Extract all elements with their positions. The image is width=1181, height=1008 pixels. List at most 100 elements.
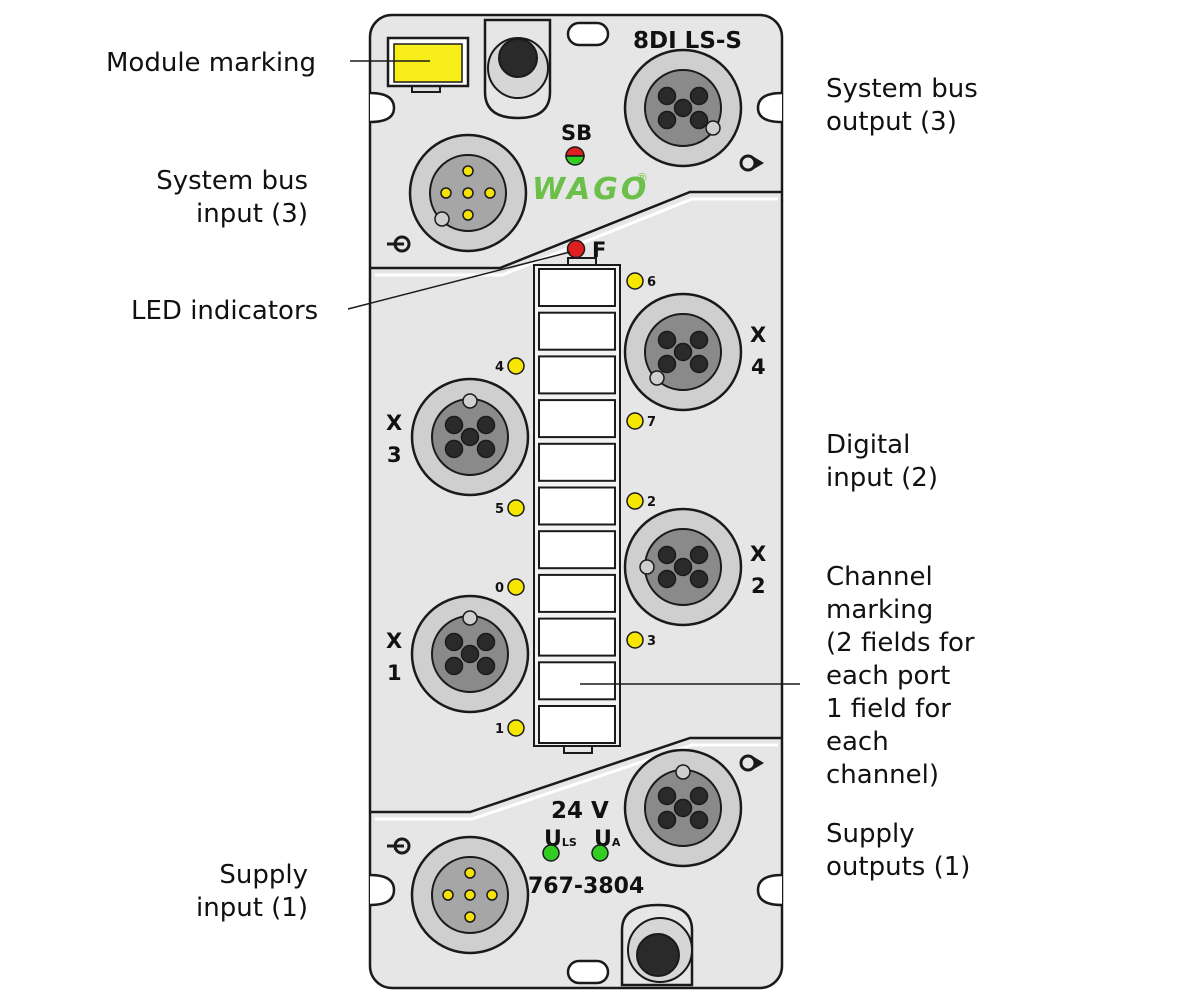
marking-field: [538, 268, 616, 307]
channel-led-3-label: 3: [647, 634, 656, 649]
callout-channel-marking-line-5: 1 field for: [826, 694, 951, 724]
supply-voltage: 24 V: [551, 798, 609, 824]
x4-connector: [623, 292, 743, 412]
supply-output-symbol-icon: [739, 754, 764, 772]
lower-separator-shadow: [375, 743, 778, 821]
callout-channel-marking-line-4: each port: [826, 661, 951, 691]
channel-led-0-label: 0: [495, 581, 504, 596]
callout-led-indicators: LED indicators: [131, 295, 318, 328]
callout-channel-marking-line-6: each: [826, 727, 889, 757]
f-led: [566, 239, 586, 259]
channel-led-5: [507, 499, 525, 517]
channel-led-5-label: 5: [495, 502, 504, 517]
supply-input-connector: [410, 835, 530, 955]
callout-system-bus-output-line-2: output (3): [826, 107, 957, 137]
callout-supply-input: Supply input (1): [150, 859, 308, 925]
callout-system-bus-input-line-2: input (3): [196, 199, 308, 229]
callout-digital-input-line-1: Digital: [826, 430, 911, 460]
brand-registered-mark: ®: [636, 171, 648, 185]
channel-led-2: [626, 492, 644, 510]
ua-led: [591, 844, 609, 862]
sb-led-label: SB: [561, 121, 592, 145]
channel-led-6-label: 6: [647, 275, 656, 290]
top-slot: [566, 21, 610, 47]
supply-input-symbol-icon: [387, 837, 411, 855]
callout-channel-marking: Channel marking (2 fields for each port …: [826, 561, 975, 792]
callout-digital-input: Digital input (2): [826, 429, 938, 495]
system-bus-output-connector: [623, 48, 743, 168]
x2-connector: [623, 507, 743, 627]
callout-supply-input-line-2: input (1): [196, 893, 308, 923]
brand-logo: WAGO: [532, 172, 649, 207]
callout-supply-input-line-1: Supply: [219, 860, 308, 890]
callout-led-indicators-line: LED indicators: [131, 296, 319, 326]
callout-supply-outputs-line-1: Supply: [826, 819, 915, 849]
ua-led-label-sub: A: [612, 836, 621, 849]
sb-led: [565, 146, 585, 166]
lower-separator: [370, 736, 782, 814]
port-x2-label-letter: X: [750, 542, 766, 566]
marking-field: [538, 530, 616, 570]
leader-led-indicators: [347, 251, 571, 310]
port-x1-label-letter: X: [386, 629, 402, 653]
marking-field: [538, 661, 616, 701]
marking-field: [538, 355, 616, 395]
callout-module-marking-line: Module marking: [106, 48, 317, 78]
marking-field: [538, 442, 616, 482]
system-bus-output-symbol-icon: [739, 154, 764, 172]
upper-separator: [370, 190, 782, 270]
bottom-slot: [566, 959, 610, 985]
marking-field: [538, 573, 616, 613]
channel-led-6: [626, 272, 644, 290]
module-marking-label: [386, 36, 470, 93]
channel-led-2-label: 2: [647, 495, 656, 510]
system-bus-input-connector: [408, 133, 528, 253]
channel-leds: 0 1 2 3 4 5 6 7: [495, 272, 656, 737]
callout-channel-marking-line-1: Channel: [826, 562, 933, 592]
channel-led-4: [507, 357, 525, 375]
direction-symbols: [387, 154, 764, 855]
uls-led: [542, 844, 560, 862]
channel-led-1: [507, 719, 525, 737]
leader-lines: [347, 60, 800, 685]
callout-system-bus-input: System bus input (3): [148, 165, 308, 231]
callout-system-bus-output-line-1: System bus: [826, 74, 978, 104]
callout-digital-input-line-2: input (2): [826, 463, 938, 493]
f-led-label: F: [592, 238, 606, 262]
channel-led-3: [626, 631, 644, 649]
channel-led-1-label: 1: [495, 722, 504, 737]
marking-fields: [538, 268, 616, 744]
part-number: 767-3804: [528, 874, 644, 899]
callout-system-bus-input-line-1: System bus: [156, 166, 308, 196]
x3-connector: [410, 377, 530, 497]
supply-output-connector: [623, 748, 743, 868]
top-mount-screw: [483, 18, 552, 120]
marking-field: [538, 486, 616, 526]
callout-supply-outputs: Supply outputs (1): [826, 818, 970, 884]
callout-module-marking: Module marking: [106, 47, 316, 80]
port-x2-label-number: 2: [751, 574, 766, 598]
callout-channel-marking-line-7: channel): [826, 760, 940, 790]
callout-supply-outputs-line-2: outputs (1): [826, 852, 971, 882]
marking-field: [538, 311, 616, 351]
marking-field: [538, 399, 616, 439]
port-x1-label-number: 1: [387, 661, 402, 685]
marking-field: [538, 617, 616, 657]
port-x4-label-number: 4: [751, 355, 766, 379]
channel-led-4-label: 4: [495, 360, 504, 375]
marking-field: [538, 705, 616, 744]
callout-channel-marking-line-3: (2 fields for: [826, 628, 975, 658]
channel-led-7-label: 7: [647, 415, 656, 430]
upper-separator-shadow: [375, 197, 778, 277]
system-bus-input-symbol-icon: [387, 235, 411, 253]
bottom-mount-screw: [620, 903, 694, 987]
port-labels: X 4 X 3 X 2 X 1: [386, 323, 766, 685]
callout-channel-marking-line-2: marking: [826, 595, 934, 625]
port-x3-label-number: 3: [387, 443, 402, 467]
channel-led-0: [507, 578, 525, 596]
channel-led-7: [626, 412, 644, 430]
side-notches: [369, 91, 783, 907]
connectors: [408, 48, 743, 955]
